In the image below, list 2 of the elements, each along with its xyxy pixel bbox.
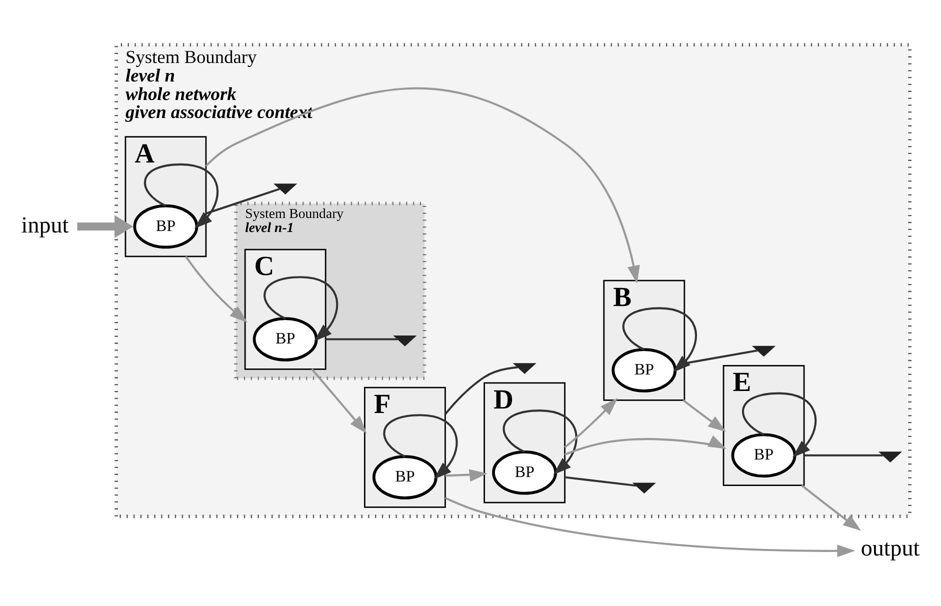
node-text: output (860, 535, 920, 560)
node-text: input (21, 212, 69, 238)
